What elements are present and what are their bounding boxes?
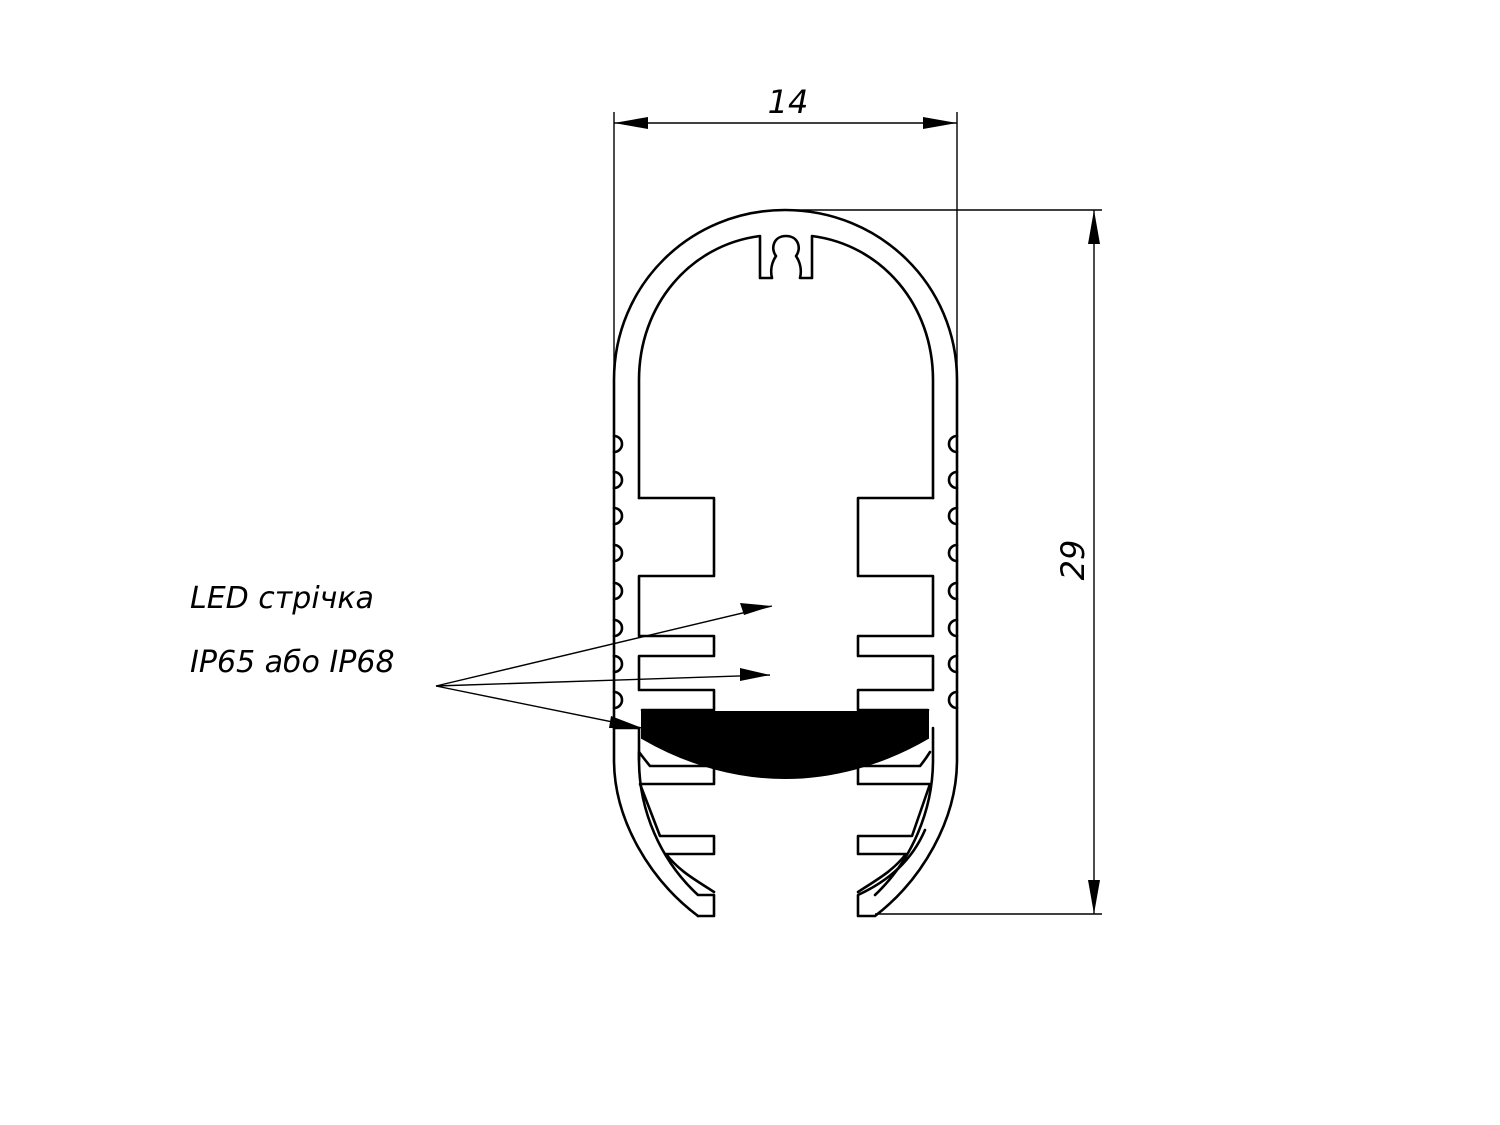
height-dimension: 29 bbox=[785, 209, 1102, 915]
right-lower-clip bbox=[856, 750, 932, 894]
callout-ip-rating: IP65 або IP68 bbox=[190, 645, 395, 680]
left-grooves bbox=[612, 434, 624, 710]
left-fins bbox=[637, 496, 716, 712]
height-dimension-label: 29 bbox=[1054, 540, 1092, 581]
left-lower-clip bbox=[637, 750, 716, 894]
right-grooves bbox=[947, 434, 959, 710]
width-dimension-label: 14 bbox=[768, 83, 809, 121]
led-strip-lens bbox=[641, 711, 929, 780]
callout-led-strip: LED стрічка bbox=[190, 581, 374, 616]
profile-outer-contour bbox=[612, 208, 959, 918]
lower-left-wall bbox=[612, 726, 716, 918]
lower-right-wall bbox=[873, 726, 935, 897]
width-dimension: 14 bbox=[613, 83, 958, 380]
inner-dome bbox=[637, 234, 935, 500]
right-fins bbox=[856, 496, 935, 712]
callout-leaders bbox=[435, 603, 773, 729]
